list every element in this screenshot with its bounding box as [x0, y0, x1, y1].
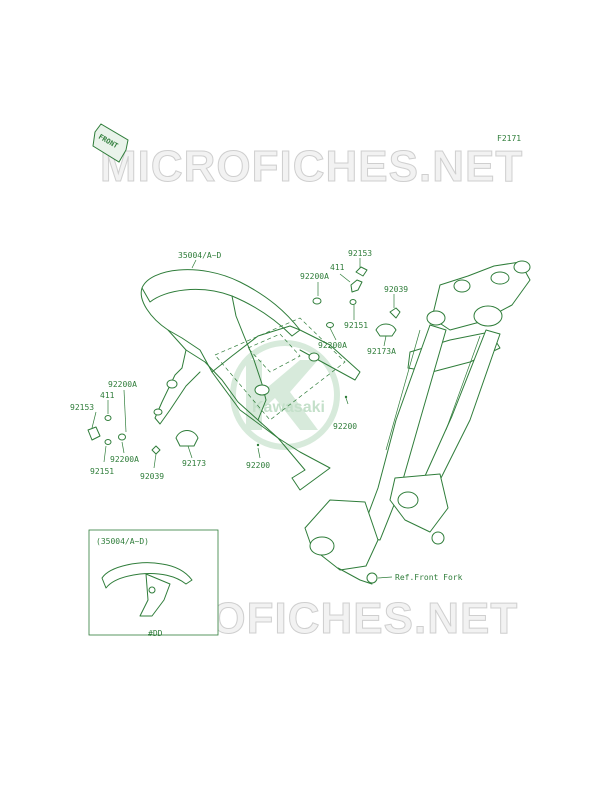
label-411-left: 411	[100, 391, 115, 400]
grommet-92200-right	[344, 395, 348, 399]
label-35004: 35004/A~D	[178, 251, 222, 260]
label-92039-top: 92039	[384, 285, 408, 294]
label-92200-bottom: 92200	[246, 461, 270, 470]
label-92151-top: 92151	[344, 321, 368, 330]
label-411-top: 411	[330, 263, 345, 272]
front-arrow-icon: FRONT	[92, 123, 129, 163]
washer-92200A-bottom	[118, 433, 126, 441]
label-92153-left: 92153	[70, 403, 94, 412]
inset-title: (35004/A~D)	[96, 537, 149, 546]
label-92200A-top: 92200A	[300, 272, 329, 281]
inset-caption: #DD	[148, 629, 163, 638]
label-92200A-mid: 92200A	[318, 341, 347, 350]
label-92151-left: 92151	[90, 467, 114, 476]
label-92153-top: 92153	[348, 249, 372, 258]
part-labels: 35004/A~D 92153 411 92200A 92039 92151 9…	[70, 249, 463, 582]
label-92200A-bottom: 92200A	[110, 455, 139, 464]
front-fender	[140, 269, 361, 491]
washer-92151-top	[349, 299, 357, 305]
figure-id: F2171	[497, 134, 521, 143]
leader-lines	[91, 258, 395, 579]
bolt-92039-bottom	[151, 445, 161, 455]
nut-411-left	[104, 415, 112, 421]
washer-92151-left	[104, 439, 112, 445]
label-92173: 92173	[182, 459, 206, 468]
label-92200A-left: 92200A	[108, 380, 137, 389]
grommet-92200-bottom	[256, 443, 260, 447]
hardware-right	[312, 266, 401, 405]
label-92039-bottom: 92039	[140, 472, 164, 481]
label-92200-right: 92200	[333, 422, 357, 431]
watermark-top: MICROFICHES.NET	[100, 142, 523, 191]
nut-411-top	[350, 279, 363, 293]
label-92173A: 92173A	[367, 347, 396, 356]
label-ref-front-fork: Ref.Front Fork	[395, 573, 463, 582]
inset-variant-box: (35004/A~D) #DD	[88, 529, 219, 638]
washer-92200A-top	[312, 297, 322, 305]
hardware-left	[87, 415, 260, 455]
bolt-92153-top	[355, 266, 368, 277]
logo-text: Kawasaki	[252, 399, 325, 416]
bolt-92039-top	[389, 307, 401, 319]
bolt-92153-left	[87, 426, 101, 441]
washer-92200A-mid	[326, 322, 334, 328]
clamp-92173A	[375, 323, 397, 337]
clamp-92173	[175, 430, 199, 447]
front-fork	[304, 260, 531, 585]
